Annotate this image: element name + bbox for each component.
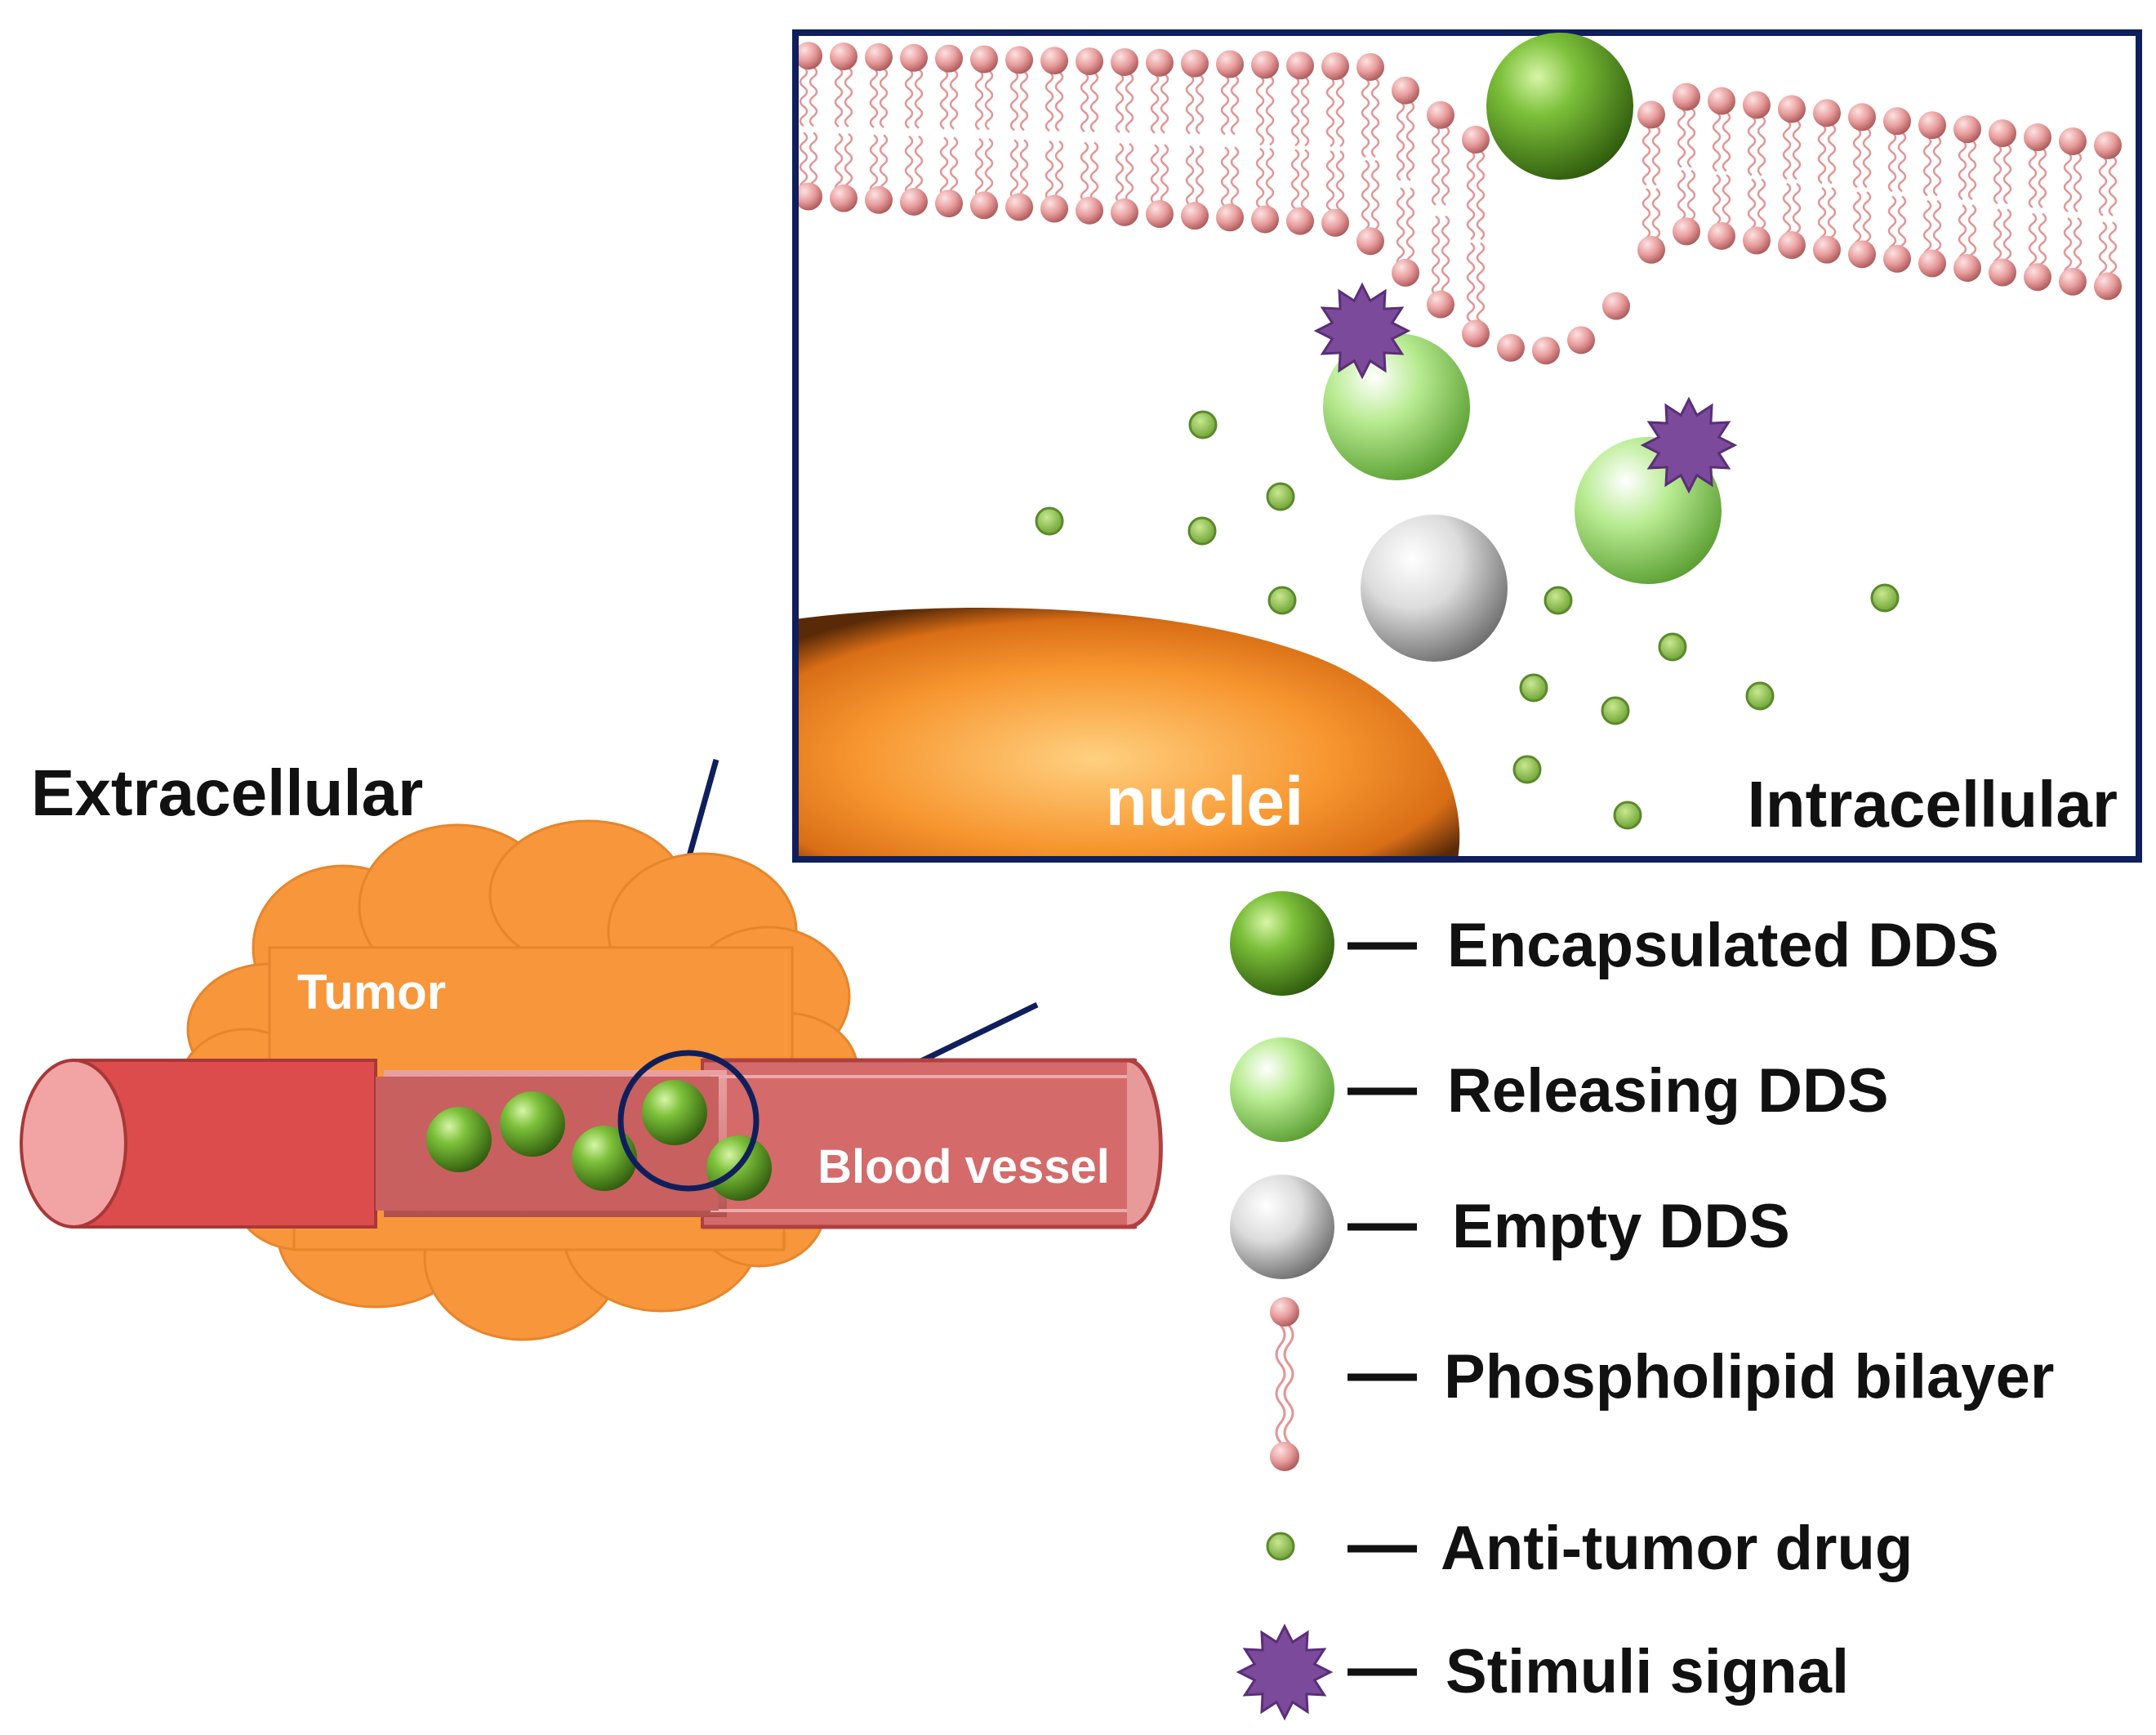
intracellular-label: Intracellular bbox=[1747, 768, 2118, 841]
lipid-heads bbox=[795, 42, 2122, 365]
legend-label: Phospholipid bilayer bbox=[1444, 1342, 2054, 1412]
drug-dot bbox=[1613, 801, 1642, 830]
stimuli-star bbox=[1313, 282, 1411, 380]
encapsulated-dds-icon bbox=[1230, 891, 1334, 996]
vessel-dds-sphere bbox=[572, 1126, 637, 1191]
legend-item: Phospholipid bilayer bbox=[1270, 1297, 2054, 1471]
nuclei-label: nuclei bbox=[1106, 763, 1304, 840]
legend-label: Empty DDS bbox=[1452, 1192, 1790, 1261]
legend-label: Releasing DDS bbox=[1447, 1056, 1889, 1126]
drug-dot bbox=[1035, 506, 1064, 536]
drug-dot-icon bbox=[1266, 1532, 1295, 1561]
inset-frame bbox=[792, 29, 2142, 863]
lipid-tails bbox=[799, 66, 2118, 332]
drug-dot bbox=[1187, 516, 1217, 546]
legend-item: Stimuli signal bbox=[1236, 1623, 1849, 1721]
blood-vessel-label: Blood vessel bbox=[817, 1140, 1110, 1193]
tumor-vessel-illustration: Tumor Blood vessel bbox=[20, 819, 1163, 1341]
stimuli-star-icon bbox=[1236, 1623, 1334, 1721]
drug-dot bbox=[1188, 410, 1218, 439]
empty-dds-sphere bbox=[1361, 515, 1508, 662]
stimuli-star bbox=[1640, 396, 1738, 494]
intracellular-inset: nuclei Intracellular bbox=[792, 29, 2142, 863]
vessel-dds-sphere bbox=[426, 1107, 492, 1172]
legend-label: Anti-tumor drug bbox=[1441, 1514, 1913, 1583]
legend-item: Encapsulated DDS bbox=[1230, 891, 1999, 996]
releasing-dds-icon bbox=[1230, 1037, 1334, 1142]
vessel-end-cap bbox=[1126, 1058, 1163, 1229]
legend: Encapsulated DDS Releasing DDS Empty DDS… bbox=[1230, 891, 2054, 1721]
legend-item: Releasing DDS bbox=[1230, 1037, 1889, 1142]
phospholipid-membrane bbox=[795, 42, 2122, 365]
legend-label: Stimuli signal bbox=[1446, 1637, 1849, 1706]
drug-dot bbox=[1745, 681, 1775, 711]
legend-label: Encapsulated DDS bbox=[1447, 911, 1999, 980]
drug-dot bbox=[1266, 482, 1295, 511]
nucleus-shape bbox=[795, 608, 1460, 859]
drug-dot bbox=[1658, 632, 1687, 662]
drug-dot bbox=[1544, 586, 1573, 615]
vessel-dds-sphere bbox=[642, 1080, 707, 1145]
legend-item: Empty DDS bbox=[1230, 1175, 1790, 1279]
drug-dot bbox=[1601, 696, 1630, 725]
extracellular-label: Extracellular bbox=[31, 756, 423, 829]
drug-dot bbox=[1870, 583, 1900, 613]
drug-dot bbox=[1267, 586, 1297, 615]
legend-item: Anti-tumor drug bbox=[1266, 1514, 1913, 1583]
drug-dot bbox=[1519, 673, 1548, 702]
drug-dot bbox=[1512, 755, 1542, 784]
vessel-dds-sphere bbox=[500, 1091, 565, 1157]
encapsulated-dds-sphere bbox=[1486, 33, 1633, 180]
vessel-opening bbox=[20, 1059, 127, 1229]
zoom-circle bbox=[617, 1050, 760, 1192]
phospholipid-icon bbox=[1270, 1297, 1299, 1471]
tumor-label: Tumor bbox=[297, 965, 446, 1019]
empty-dds-icon bbox=[1230, 1175, 1334, 1279]
